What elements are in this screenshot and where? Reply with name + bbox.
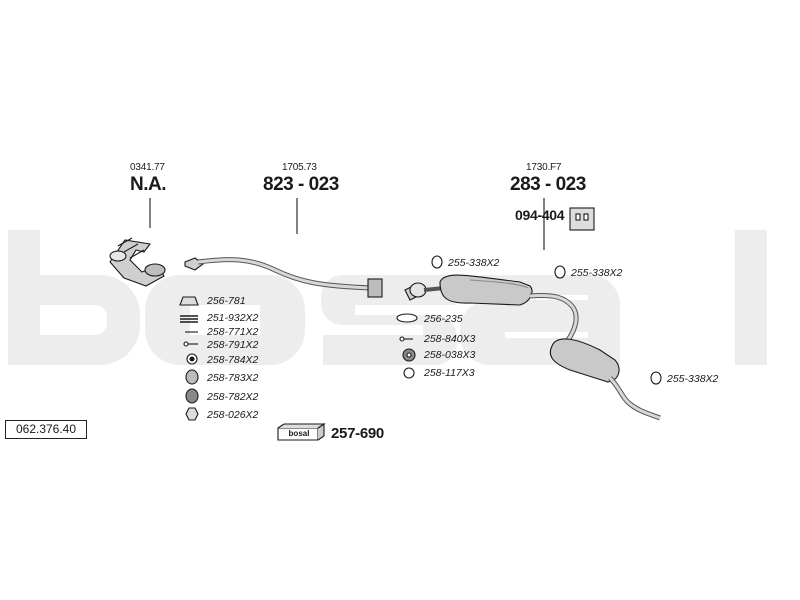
middle-fitting-label: 256-235 (424, 313, 463, 325)
middle-fittings-icons (396, 255, 443, 379)
front-fitting-label: 256-781 (207, 295, 246, 307)
rear-fittings-icons (554, 265, 662, 385)
front-fitting-label: 258-026X2 (207, 409, 259, 421)
bracket-part-number: 094-404 (515, 207, 565, 223)
rear-silencer-drawing (529, 293, 661, 421)
section-code-middle: 1705.73 (282, 162, 317, 173)
middle-fitting-label: 255-338X2 (448, 257, 500, 269)
front-fitting-label: 258-783X2 (207, 372, 259, 384)
front-fitting-label: 258-791X2 (207, 339, 259, 351)
front-fitting-label: 258-784X2 (207, 354, 259, 366)
kit-part-number: 257-690 (331, 425, 384, 442)
section-part-front: N.A. (130, 174, 167, 195)
intermediate-pipe-drawing (184, 257, 383, 298)
reference-number-box: 062.376.40 (5, 420, 87, 439)
section-code-front: 0341.77 (130, 162, 165, 173)
kit-logo: bosal (288, 429, 310, 438)
front-fitting-label: 258-771X2 (207, 326, 259, 338)
kit-box-drawing (277, 422, 326, 441)
rear-fitting-label: 255-338X2 (571, 267, 623, 279)
section-code-rear: 1730.F7 (526, 162, 562, 173)
section-part-rear: 283 - 023 (510, 174, 586, 195)
front-pipe-drawing (109, 237, 166, 287)
front-fitting-label: 258-782X2 (207, 391, 259, 403)
front-fittings-icons (179, 296, 199, 421)
middle-fitting-label: 258-840X3 (424, 333, 476, 345)
middle-fitting-label: 258-038X3 (424, 349, 476, 361)
section-part-middle: 823 - 023 (263, 174, 339, 195)
middle-fitting-label: 258-117X3 (424, 367, 475, 379)
bracket-drawing (569, 207, 595, 231)
rear-fitting-label: 255-338X2 (667, 373, 719, 385)
front-fitting-label: 251-932X2 (207, 312, 259, 324)
centre-silencer-drawing (404, 274, 533, 306)
